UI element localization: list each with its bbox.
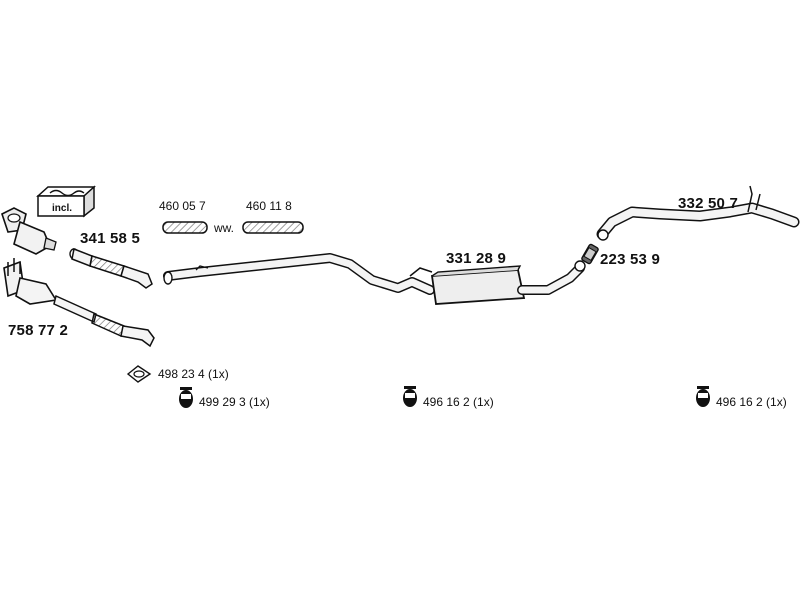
part-number-flex-a: 460 05 7 — [159, 199, 206, 213]
alternative-marker: ww. — [214, 221, 235, 235]
gasket-icon — [126, 365, 152, 383]
tail-pipe-332-50-7 — [596, 185, 800, 241]
part-number-clamp: 223 53 9 — [600, 251, 660, 268]
part-number-middle-silencer: 331 28 9 — [446, 250, 506, 267]
part-number-catalyst: 758 77 2 — [8, 322, 68, 339]
accessory-gasket-code: 498 23 4 (1x) — [158, 367, 229, 381]
part-number-flex-b: 460 11 8 — [246, 199, 292, 213]
catalyst-758-77-2 — [3, 258, 155, 348]
part-number-tail-pipe: 332 50 7 — [678, 195, 738, 212]
accessory-mount-code-2: 496 16 2 (1x) — [423, 395, 494, 409]
accessory-mount-code-1: 499 29 3 (1x) — [199, 395, 270, 409]
flex-pipe-460-11-8 — [242, 221, 304, 234]
rubber-mount-icon — [696, 386, 710, 407]
included-box-label: incl. — [52, 203, 73, 214]
included-parts-box — [36, 185, 96, 218]
front-pipe-341-58-5 — [69, 247, 153, 289]
part-number-front-pipe: 341 58 5 — [80, 230, 140, 247]
clamp-223-53-9 — [581, 243, 599, 265]
flex-pipe-460-05-7 — [162, 221, 208, 234]
catalyst-upper-part — [1, 207, 57, 255]
rubber-mount-icon — [403, 386, 417, 407]
middle-silencer-331-28-9 — [163, 253, 586, 305]
accessory-mount-code-3: 496 16 2 (1x) — [716, 395, 787, 409]
rubber-mount-icon — [179, 387, 193, 408]
